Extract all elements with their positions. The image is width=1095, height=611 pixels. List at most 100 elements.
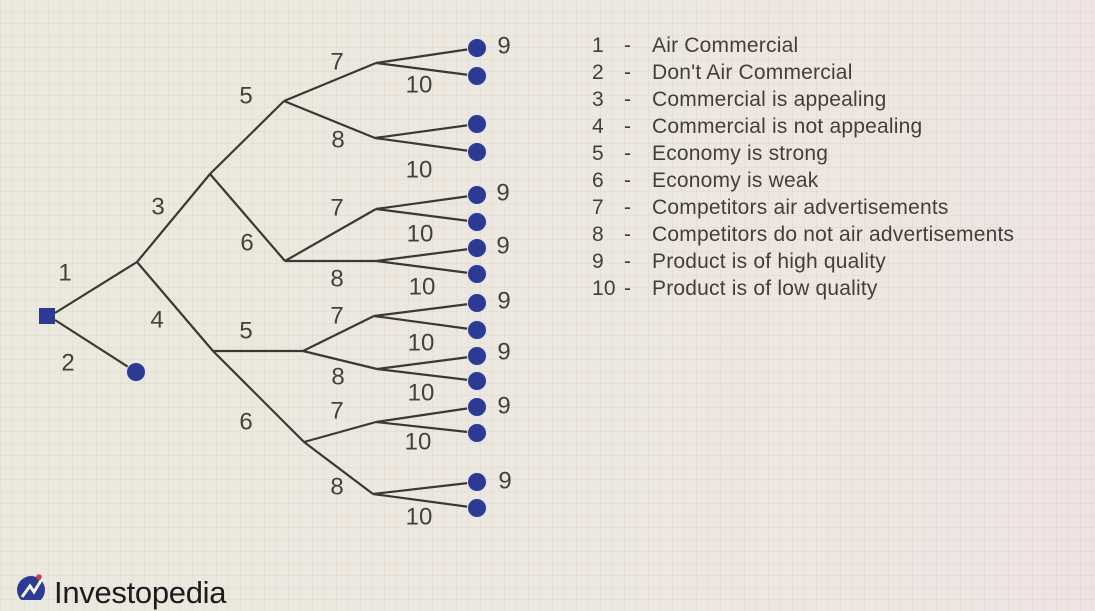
chance-node-circle	[467, 264, 487, 284]
tree-branch-line	[376, 367, 478, 383]
branch-number-label: 6	[239, 409, 252, 436]
branch-number-label: 8	[331, 127, 344, 154]
tree-branch-line	[136, 173, 211, 263]
legend-dash: -	[624, 88, 632, 111]
branch-number-label: 10	[406, 157, 433, 184]
branch-number-label: 3	[151, 194, 164, 221]
logo-red-dot	[36, 574, 42, 580]
legend-row: 9 - Product is of high quality	[592, 250, 1014, 277]
tree-branch-line	[136, 261, 214, 352]
branch-number-label: 8	[330, 266, 343, 293]
branch-number-label: 7	[330, 195, 343, 222]
branch-number-label: 7	[330, 303, 343, 330]
branch-number-label: 2	[61, 350, 74, 377]
legend-dash: -	[624, 196, 632, 219]
branch-number-label: 7	[330, 398, 343, 425]
branch-number-label: 1	[58, 260, 71, 287]
logo-wordmark: Investopedia	[54, 575, 227, 610]
legend-number: 9	[592, 250, 604, 273]
legend-row: 7 - Competitors air advertisements	[592, 196, 1014, 223]
tree-branch-line	[375, 193, 478, 211]
branch-number-label: 9	[497, 288, 510, 315]
tree-branch-line	[302, 349, 378, 371]
tree-branch-line	[302, 315, 375, 352]
chance-node-circle	[467, 238, 487, 258]
legend-row: 6 - Economy is weak	[592, 169, 1014, 196]
legend-label: Don't Air Commercial	[652, 61, 853, 84]
tree-branch-line	[54, 261, 138, 314]
tree-branch-line	[283, 99, 376, 140]
branch-number-label: 10	[408, 380, 435, 407]
legend-dash: -	[624, 142, 632, 165]
legend-row: 1 - Air Commercial	[592, 34, 1014, 61]
tree-branch-line	[375, 259, 478, 276]
legend-label: Economy is weak	[652, 169, 819, 192]
branch-number-label: 5	[239, 318, 252, 345]
investopedia-logo-icon	[17, 574, 45, 600]
legend-label: Product is of low quality	[652, 277, 878, 300]
chance-node-circle	[467, 38, 487, 58]
legend-number: 1	[592, 34, 604, 57]
legend-dash: -	[624, 115, 632, 138]
legend-label: Air Commercial	[652, 34, 799, 57]
tree-branch-line	[375, 420, 478, 435]
investopedia-logo: Investopedia	[15, 571, 227, 611]
legend-row: 2 - Don't Air Commercial	[592, 61, 1014, 88]
legend-number: 4	[592, 115, 604, 138]
legend-row: 3 - Commercial is appealing	[592, 88, 1014, 115]
branch-number-label: 10	[406, 504, 433, 531]
chance-node-circle	[467, 66, 487, 86]
legend: 1 - Air Commercial 2 - Don't Air Commerc…	[592, 34, 1014, 304]
tree-branch-line	[212, 350, 305, 443]
branch-number-label: 4	[150, 307, 163, 334]
chance-node-circle	[467, 185, 487, 205]
legend-number: 3	[592, 88, 604, 111]
legend-number: 5	[592, 142, 604, 165]
legend-row: 5 - Economy is strong	[592, 142, 1014, 169]
branch-number-label: 9	[497, 339, 510, 366]
tree-branch-line	[374, 122, 478, 140]
legend-row: 8 - Competitors do not air advertisement…	[592, 223, 1014, 250]
legend-number: 7	[592, 196, 604, 219]
chance-node-circle	[467, 293, 487, 313]
tree-branch-line	[209, 173, 286, 262]
branch-number-label: 8	[331, 364, 344, 391]
branch-number-label: 6	[240, 230, 253, 257]
chance-node-circle	[467, 114, 487, 134]
branch-number-label: 10	[407, 221, 434, 248]
chance-node-circle	[467, 142, 487, 162]
branch-number-label: 10	[409, 274, 436, 301]
chance-node-circle	[467, 472, 487, 492]
chance-node-circle	[467, 371, 487, 391]
tree-branch-line	[375, 207, 478, 224]
branch-number-label: 5	[239, 83, 252, 110]
legend-dash: -	[624, 61, 632, 84]
branch-number-label: 10	[405, 429, 432, 456]
legend-row: 4 - Commercial is not appealing	[592, 115, 1014, 142]
chance-node-circle	[467, 346, 487, 366]
chance-node-circle	[467, 320, 487, 340]
tree-branch-line	[376, 354, 478, 371]
chance-node-circle	[467, 212, 487, 232]
tree-branch-line	[372, 480, 478, 496]
tree-branch-line	[375, 46, 478, 65]
legend-label: Economy is strong	[652, 142, 829, 165]
legend-dash: -	[624, 223, 632, 246]
legend-dash: -	[624, 169, 632, 192]
branch-number-label: 9	[496, 233, 509, 260]
branch-number-label: 7	[330, 49, 343, 76]
tree-branch-line	[283, 61, 377, 103]
legend-label: Competitors air advertisements	[652, 196, 949, 219]
tree-branch-line	[375, 405, 478, 424]
legend-number: 2	[592, 61, 604, 84]
branch-number-label: 9	[496, 180, 509, 207]
legend-dash: -	[624, 250, 632, 273]
chance-node-circle	[467, 498, 487, 518]
tree-branch-line	[209, 100, 285, 175]
tree-branch-line	[284, 208, 377, 262]
decision-node-square	[39, 308, 55, 324]
legend-row: 10 - Product is of low quality	[592, 277, 1014, 304]
tree-branch-line	[54, 319, 137, 373]
branch-number-label: 10	[406, 72, 433, 99]
